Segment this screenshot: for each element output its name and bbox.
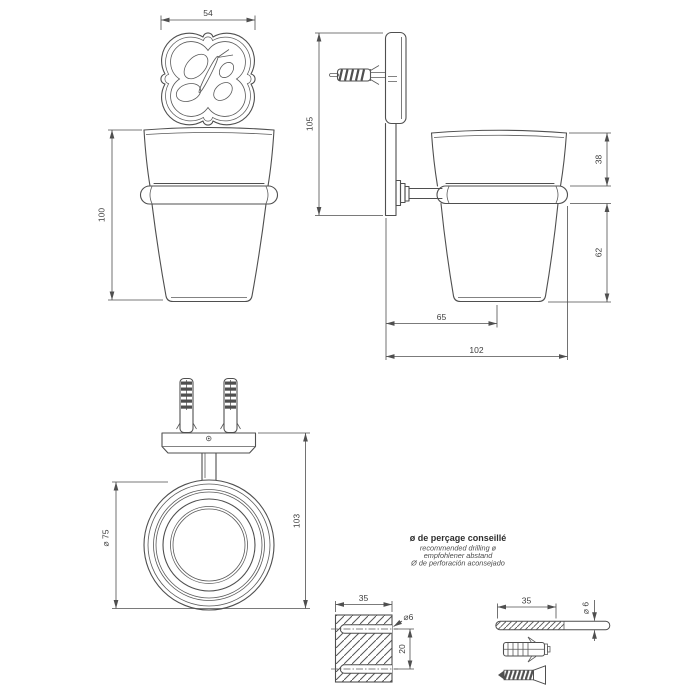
- drill-rod: [495, 620, 611, 631]
- dim-top-diameter: ⌀ 75: [101, 481, 310, 609]
- arm-top: [201, 452, 217, 481]
- screw-detail: [498, 665, 546, 685]
- wall-anchor-side: [329, 65, 385, 85]
- note-es: Ø de perforación aconsejado: [410, 559, 505, 568]
- cup-side: [430, 129, 569, 303]
- dim-front-height: 100: [97, 129, 163, 301]
- dim-label: 105: [305, 117, 315, 131]
- screw-hole: [206, 435, 212, 442]
- dim-front-width: 54: [160, 8, 256, 30]
- wall-plate-top: [161, 432, 257, 454]
- dim-label: 35: [359, 593, 369, 603]
- flower-petals: [170, 41, 246, 117]
- holder-circles: [143, 479, 275, 611]
- bracket: [384, 122, 397, 217]
- dim-label: ⌀ 6: [581, 602, 591, 614]
- note-block: ø de perçage conseillé recommended drill…: [410, 533, 507, 568]
- dim-label: 54: [203, 8, 213, 18]
- dim-side-upper: 38: [569, 132, 611, 187]
- ornament-flower: [160, 32, 256, 126]
- dim-rod-dia: ⌀ 6: [581, 600, 597, 641]
- dim-label: 20: [397, 644, 407, 654]
- butterfly-antennae: [217, 49, 234, 58]
- butterfly-body: [198, 55, 219, 94]
- dim-rod-depth: 35: [497, 596, 557, 619]
- anchor-detail: [502, 636, 551, 663]
- dim-side-lower: 62: [548, 203, 611, 303]
- arm-side: [395, 179, 443, 207]
- holder-ring-front: [139, 185, 279, 205]
- dim-section-spacing: 20: [394, 628, 414, 670]
- note-title: ø de perçage conseillé: [410, 533, 507, 543]
- dim-top-total: 103: [258, 432, 310, 609]
- top-view: ⌀ 75 103: [101, 377, 310, 611]
- dim-label: 38: [594, 155, 604, 165]
- front-view: 54 100: [97, 8, 279, 303]
- butterfly: [175, 49, 235, 102]
- dim-label: 35: [522, 596, 532, 606]
- dim-label: 65: [437, 312, 447, 322]
- dim-label: 100: [97, 208, 107, 222]
- dim-section-hole: ⌀6: [393, 612, 414, 627]
- dim-side-height: 105: [305, 32, 383, 216]
- dim-side-center: 65: [385, 206, 568, 360]
- dim-label: 102: [469, 345, 483, 355]
- dim-label: ⌀ 75: [101, 529, 111, 546]
- dim-label: ⌀6: [404, 612, 414, 622]
- note-en: recommended drilling ø: [420, 544, 497, 553]
- side-view: 105 38 62 65 102: [305, 31, 611, 360]
- dim-label: 62: [594, 248, 604, 258]
- wall-plate-side: [384, 31, 407, 217]
- dim-section-width: 35: [335, 593, 393, 612]
- dim-label: 103: [292, 514, 302, 528]
- flower-inner: [164, 36, 252, 122]
- flower-outer: [160, 32, 256, 126]
- note-de: empfohlener abstand: [424, 551, 493, 560]
- dim-side-depth: 102: [386, 345, 568, 359]
- holder-ring-side: [436, 185, 569, 205]
- drill-depth-detail: 35 ⌀ 6: [495, 596, 611, 685]
- cup-front: [139, 126, 279, 303]
- wall-section-detail: 35 ⌀6 20: [331, 593, 414, 683]
